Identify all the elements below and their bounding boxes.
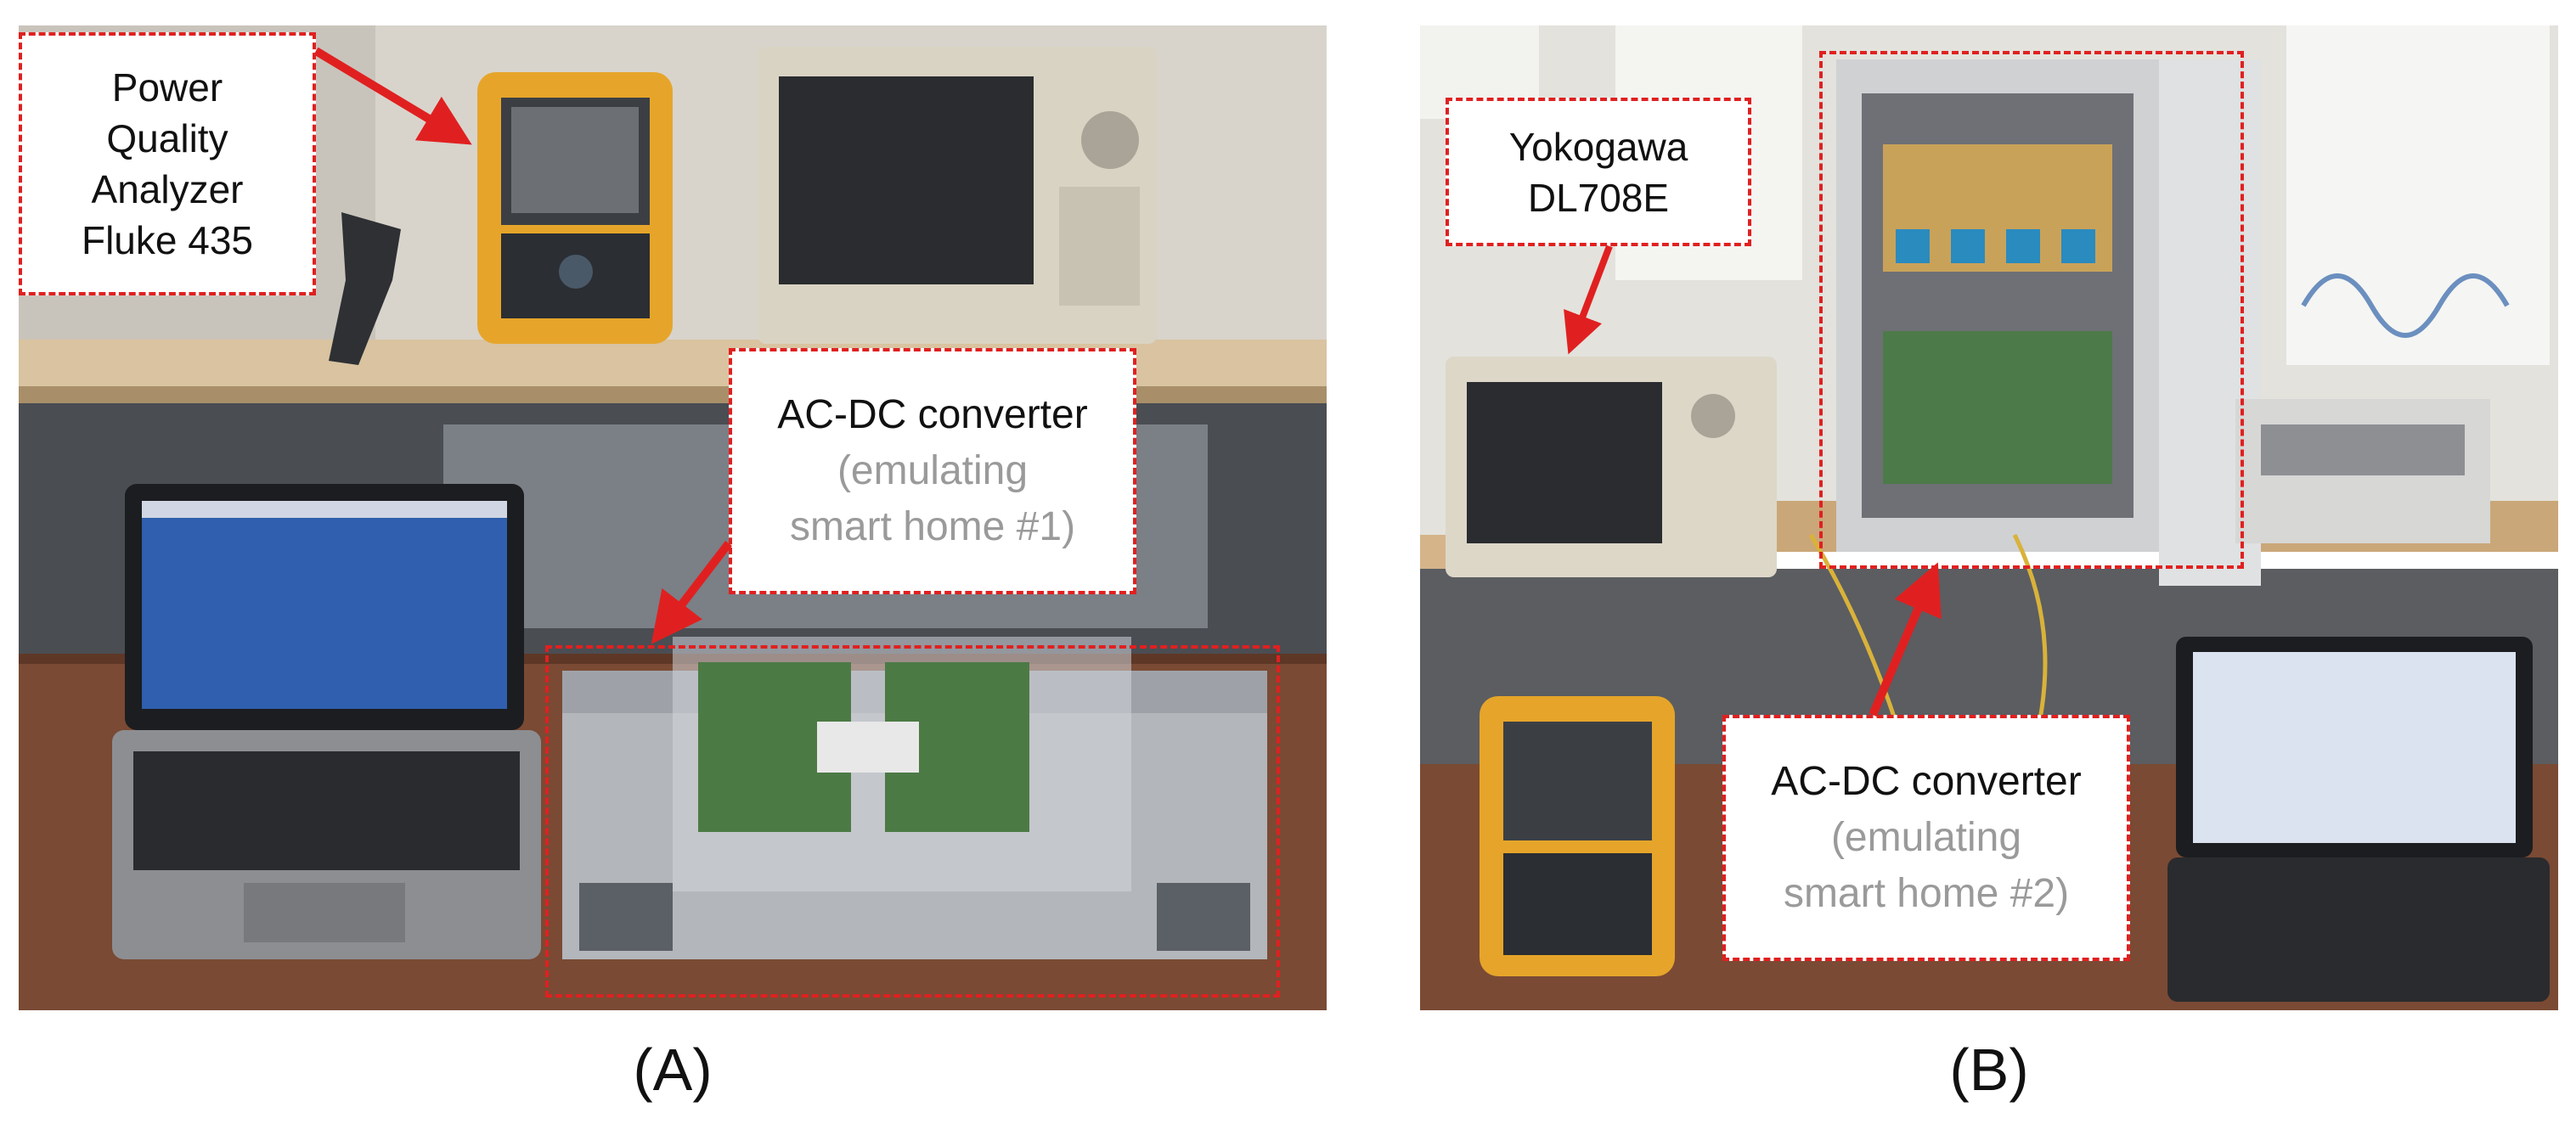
callout-converter-b-sub1: (emulating <box>1830 815 2022 860</box>
callout-analyzer-line3: Analyzer <box>91 167 244 211</box>
callout-converter-b-title: AC-DC converter <box>1771 759 2082 804</box>
callout-analyzer-line2: Quality <box>106 116 228 160</box>
callout-power-quality-analyzer: Power Quality Analyzer Fluke 435 <box>19 32 316 295</box>
callout-analyzer-line4: Fluke 435 <box>81 218 253 262</box>
converter-highlight-b <box>1819 51 2244 569</box>
callout-converter-a-sub1: (emulating <box>837 448 1029 493</box>
callout-analyzer-line1: Power <box>111 65 223 110</box>
callout-converter-b-sub2: smart home #2) <box>1783 871 2070 916</box>
callout-yokogawa-dl708e: Yokogawa DL708E <box>1446 98 1751 246</box>
callout-ac-dc-converter-a: AC-DC converter (emulating smart home #1… <box>729 348 1136 594</box>
callout-ac-dc-converter-b: AC-DC converter (emulating smart home #2… <box>1722 715 2130 961</box>
converter-highlight-a <box>545 645 1280 998</box>
caption-b: (B) <box>1949 1037 2029 1103</box>
callout-scope-line2: DL708E <box>1527 175 1670 220</box>
caption-a: (A) <box>633 1037 713 1103</box>
callout-converter-a-title: AC-DC converter <box>777 392 1088 437</box>
callout-converter-a-sub2: smart home #1) <box>789 504 1076 549</box>
callout-scope-line1: Yokogawa <box>1508 124 1688 169</box>
